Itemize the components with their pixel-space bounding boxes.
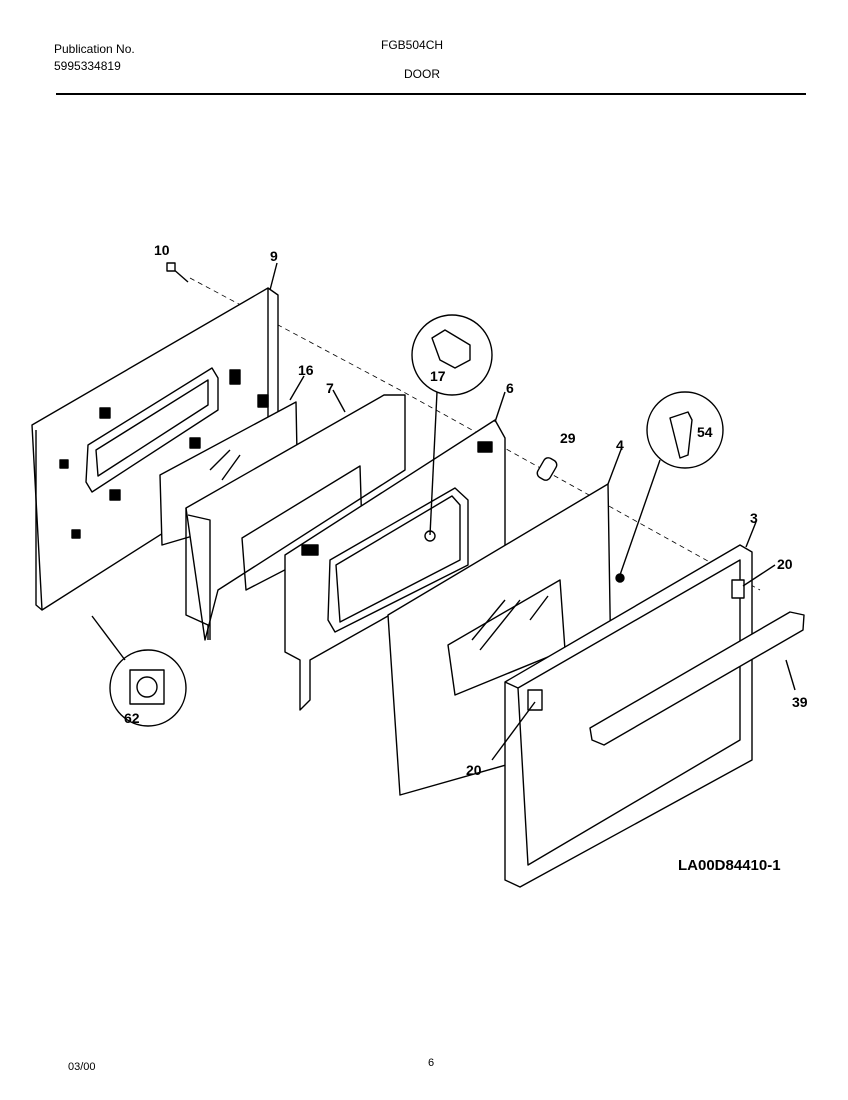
screw-icon <box>166 262 189 283</box>
diagram-code: LA00D84410-1 <box>678 857 781 874</box>
page-number: 6 <box>428 1057 435 1069</box>
leader-6 <box>494 391 506 423</box>
callout-label: 62 <box>124 710 140 726</box>
publication-label: Publication No. <box>54 42 135 56</box>
callout-label: 4 <box>616 437 624 453</box>
publication-number: 5995334819 <box>54 59 121 73</box>
callout-label: 54 <box>697 424 713 440</box>
callout-label: 3 <box>750 510 758 526</box>
alignment-line <box>189 277 761 591</box>
leader-3 <box>745 521 757 548</box>
callout-62-circle <box>91 615 187 727</box>
header-rule <box>56 93 806 95</box>
section-title: DOOR <box>404 67 440 81</box>
leader-4 <box>607 446 623 485</box>
callout-54-circle <box>615 391 724 583</box>
leader-39 <box>785 659 796 691</box>
leader-16 <box>289 375 305 401</box>
callout-label: 20 <box>777 556 793 572</box>
leader-20-left <box>491 701 536 761</box>
callout-label: 16 <box>298 362 314 378</box>
door-handle <box>589 611 805 746</box>
callout-label: 17 <box>430 368 446 384</box>
callout-label: 7 <box>326 380 334 396</box>
leader-7 <box>332 389 346 413</box>
callout-label: 39 <box>792 694 808 710</box>
callout-label: 20 <box>466 762 482 778</box>
leader-9 <box>269 262 278 291</box>
callout-label: 9 <box>270 248 278 264</box>
callout-label: 10 <box>154 242 170 258</box>
callout-label: 29 <box>560 430 576 446</box>
inner-glass-frame <box>284 419 506 711</box>
model-number: FGB504CH <box>381 38 444 52</box>
bumper-part <box>536 457 558 481</box>
leader-20-right <box>742 564 776 587</box>
footer-date: 03/00 <box>68 1061 96 1073</box>
callout-17-circle <box>411 314 493 536</box>
callout-label: 6 <box>506 380 514 396</box>
